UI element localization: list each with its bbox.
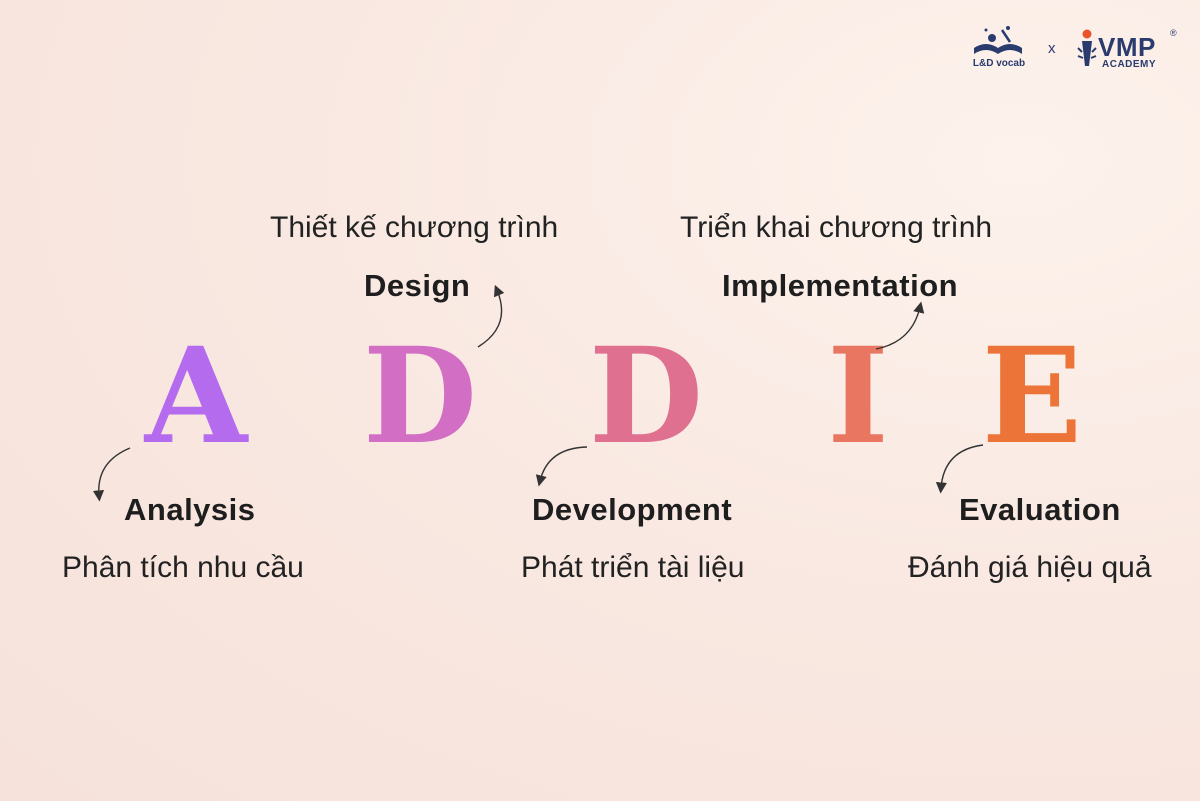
letter-d-development: D xyxy=(588,319,704,474)
development-title: Development xyxy=(532,492,733,527)
design-title: Design xyxy=(364,268,471,303)
evaluation-vi-label: Đánh giá hiệu quả xyxy=(908,551,1152,584)
development-vi-label: Phát triển tài liệu xyxy=(521,551,745,584)
analysis-title: Analysis xyxy=(124,492,256,527)
book-icon xyxy=(974,26,1022,54)
implementation-title: Implementation xyxy=(722,268,959,303)
registered-mark: ® xyxy=(1170,28,1177,38)
academy-label: ACADEMY xyxy=(1102,59,1157,70)
implementation-vi-label: Triển khai chương trình xyxy=(680,211,993,244)
evaluation-title: Evaluation xyxy=(959,492,1121,527)
implementation-arrow xyxy=(875,301,925,350)
design-arrow xyxy=(477,284,505,348)
evaluation-arrow xyxy=(935,444,984,494)
letter-d-design: D xyxy=(362,319,478,474)
vmp-label: VMP xyxy=(1098,32,1156,62)
letter-e: E xyxy=(981,319,1083,474)
vmp-mark-icon xyxy=(1077,29,1097,66)
analysis-vi-label: Phân tích nhu cầu xyxy=(62,551,304,584)
design-vi-label: Thiết kế chương trình xyxy=(270,211,559,244)
logo-separator: x xyxy=(1048,40,1056,57)
analysis-arrow xyxy=(92,447,131,502)
letter-i: I xyxy=(827,319,889,474)
ld-vocab-logo: L&D vocab xyxy=(968,24,1030,72)
development-arrow xyxy=(535,446,588,487)
letter-a: A xyxy=(144,319,248,474)
vmp-academy-logo: VMP ® ACADEMY xyxy=(1076,28,1180,72)
ld-vocab-label: L&D vocab xyxy=(972,58,1026,69)
